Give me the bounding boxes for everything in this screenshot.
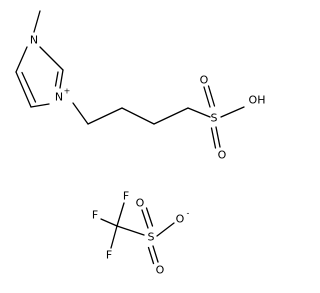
ring-bond-c4-c5	[15, 71, 32, 108]
s-o-top-bond-double	[207, 85, 216, 107]
anion-o-bottom-label: O	[156, 264, 165, 277]
ring-bond-c2-n3-double	[54, 71, 59, 87]
s-o-bottom-bond	[215, 126, 221, 148]
anion-s-o-bottom-bond-double	[147, 246, 155, 265]
sulfonic-o-top-label: O	[200, 74, 209, 87]
ring-bond-c2-n3	[59, 69, 64, 89]
cf-left-bond	[100, 218, 118, 227]
chemical-structure-svg: N N + S OH O O F F F S O - O O	[15, 10, 266, 277]
ring-bond-n1-c2	[39, 46, 64, 71]
anion-s-o-top-bond	[141, 209, 149, 229]
f-left-label: F	[92, 209, 98, 222]
ring-bond-n3-c4	[30, 103, 50, 108]
n-methyl-label: N	[30, 34, 38, 47]
anion-o-minus-charge: -	[187, 209, 190, 218]
n-plus-label: N	[55, 91, 63, 104]
cf-bottom-bond	[110, 225, 118, 249]
chain-bond-3	[121, 107, 155, 125]
chain-bond-4	[153, 107, 189, 125]
s-o-bottom-bond-double	[210, 127, 217, 149]
sulfonic-o-bottom-label: O	[218, 149, 227, 162]
anion-o-minus-label: O	[176, 213, 185, 226]
ring-bond-c5-n1	[15, 46, 28, 73]
sulfonic-s-label: S	[211, 112, 218, 125]
structure-drawing: N N + S OH O O F F F S O - O O	[15, 10, 266, 277]
cation-structure: N N + S OH O O	[15, 10, 266, 162]
f-top-label: F	[123, 190, 129, 203]
n-plus-charge: +	[64, 87, 71, 96]
s-o-top-bond	[203, 86, 211, 108]
chain-bond-5	[187, 107, 211, 118]
anion-s-o-bottom-bond	[152, 245, 159, 263]
anion-structure: F F F S O - O O	[92, 190, 190, 277]
cf-top-bond	[116, 202, 125, 227]
chain-bond-1	[72, 102, 89, 125]
c-s-bond	[116, 225, 145, 236]
s-o-minus-bond	[156, 222, 175, 237]
methyl-bond	[33, 10, 41, 33]
anion-s-label: S	[148, 231, 155, 244]
hydroxyl-label: OH	[249, 94, 266, 107]
anion-o-top-label: O	[136, 197, 145, 210]
s-oh-bond	[220, 106, 245, 118]
f-bottom-label: F	[106, 249, 112, 262]
anion-s-o-top-bond-double	[145, 207, 154, 227]
ring-bond-c4-c5-double	[21, 71, 37, 103]
chain-bond-2	[87, 107, 123, 125]
